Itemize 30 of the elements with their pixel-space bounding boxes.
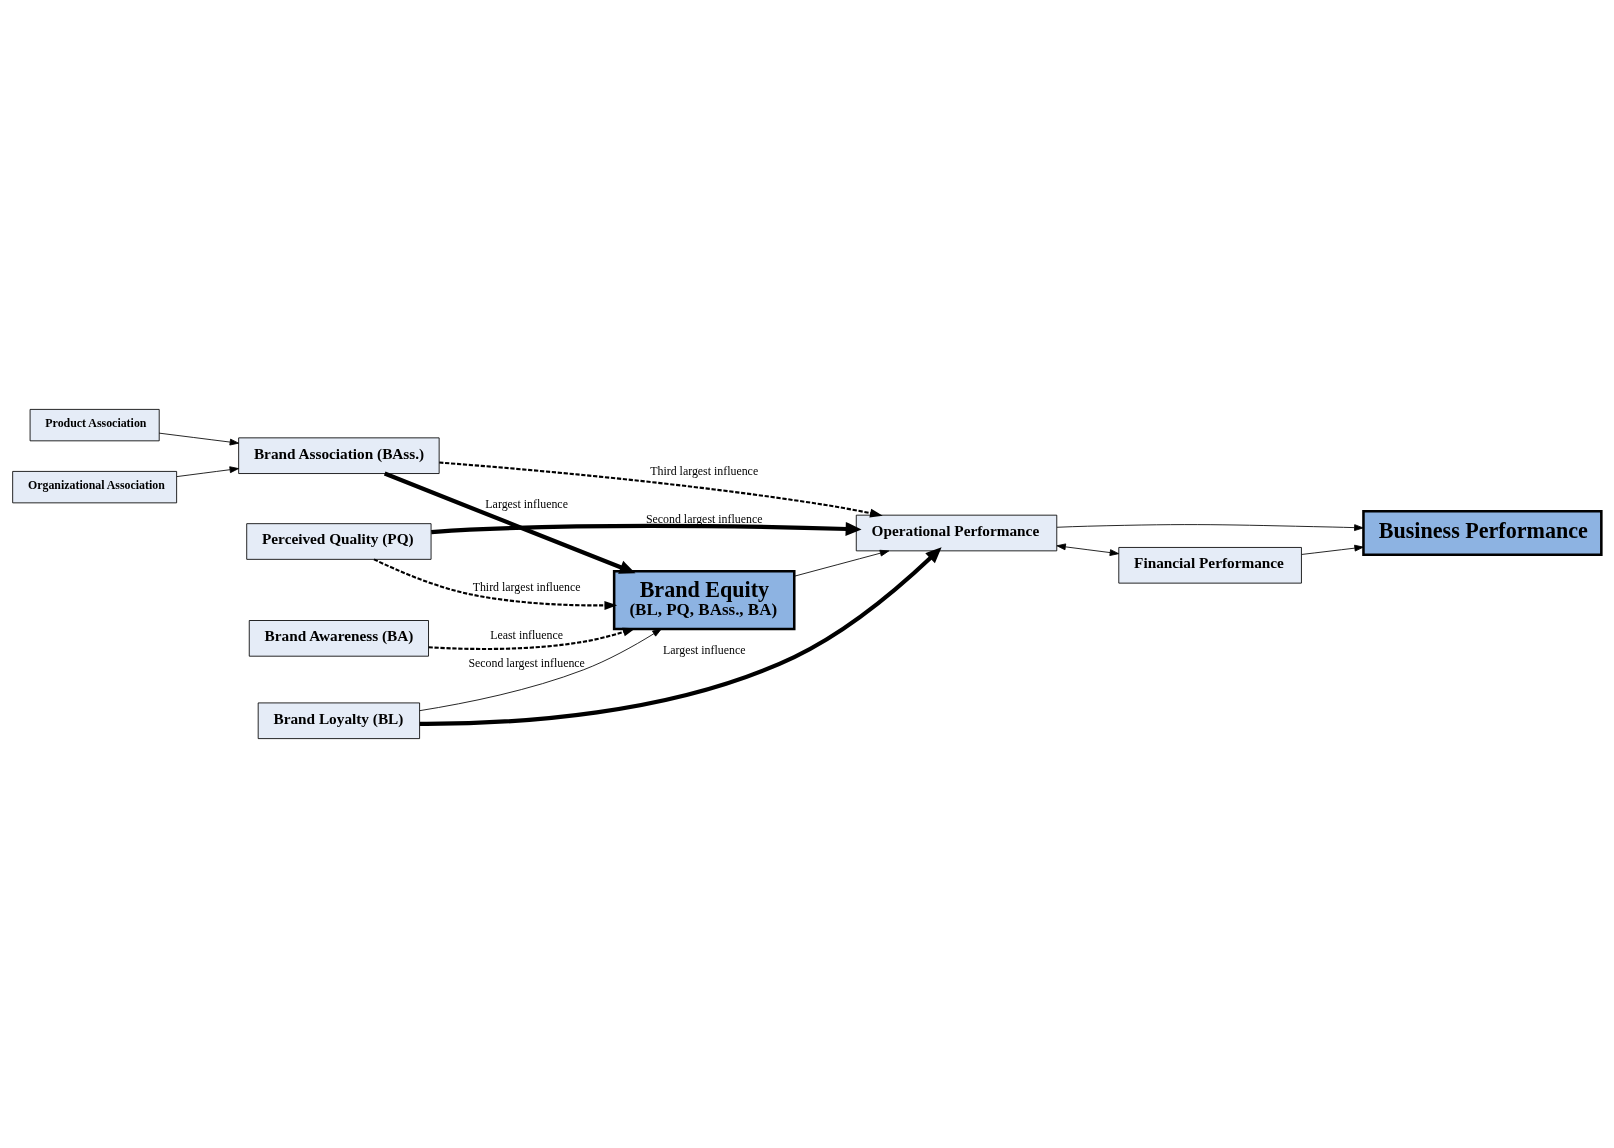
edge-label: Second largest influence (645, 511, 763, 526)
arrow (383, 471, 636, 574)
edge-label: Least influence (490, 627, 564, 642)
node-box: Business Performance (1362, 510, 1603, 556)
node-box: Brand Association (BAss.) (238, 437, 440, 474)
node-box: Organizational Association (12, 471, 178, 504)
node-box: Brand Awareness (BA) (248, 620, 429, 657)
arrow (431, 521, 862, 536)
arrow (439, 461, 883, 518)
node-box: Operational Performance (855, 514, 1058, 552)
edge-label: Largest influence (485, 496, 568, 511)
arrow (419, 628, 662, 712)
node-box: Financial Performance (1118, 547, 1302, 584)
arrow (794, 549, 890, 577)
arrow (1056, 524, 1364, 532)
arrow (1056, 543, 1120, 556)
edge-label: Third largest influence (472, 579, 581, 594)
arrow (428, 627, 636, 650)
node-box: Product Association (29, 408, 160, 442)
arrow (373, 558, 618, 610)
arrow (1301, 544, 1364, 555)
arrow (158, 432, 240, 446)
edge-label: Largest influence (662, 642, 746, 657)
arrow (176, 466, 239, 477)
arrow (419, 547, 942, 726)
node-box: Perceived Quality (PQ) (246, 523, 432, 560)
edge-label: Third largest influence (650, 464, 759, 479)
node-box: Brand Loyalty (BL) (257, 702, 421, 740)
node-box: Brand Equity (BL, PQ, BAss., BA) (612, 569, 796, 631)
edge-label: Second largest influence (468, 655, 585, 670)
